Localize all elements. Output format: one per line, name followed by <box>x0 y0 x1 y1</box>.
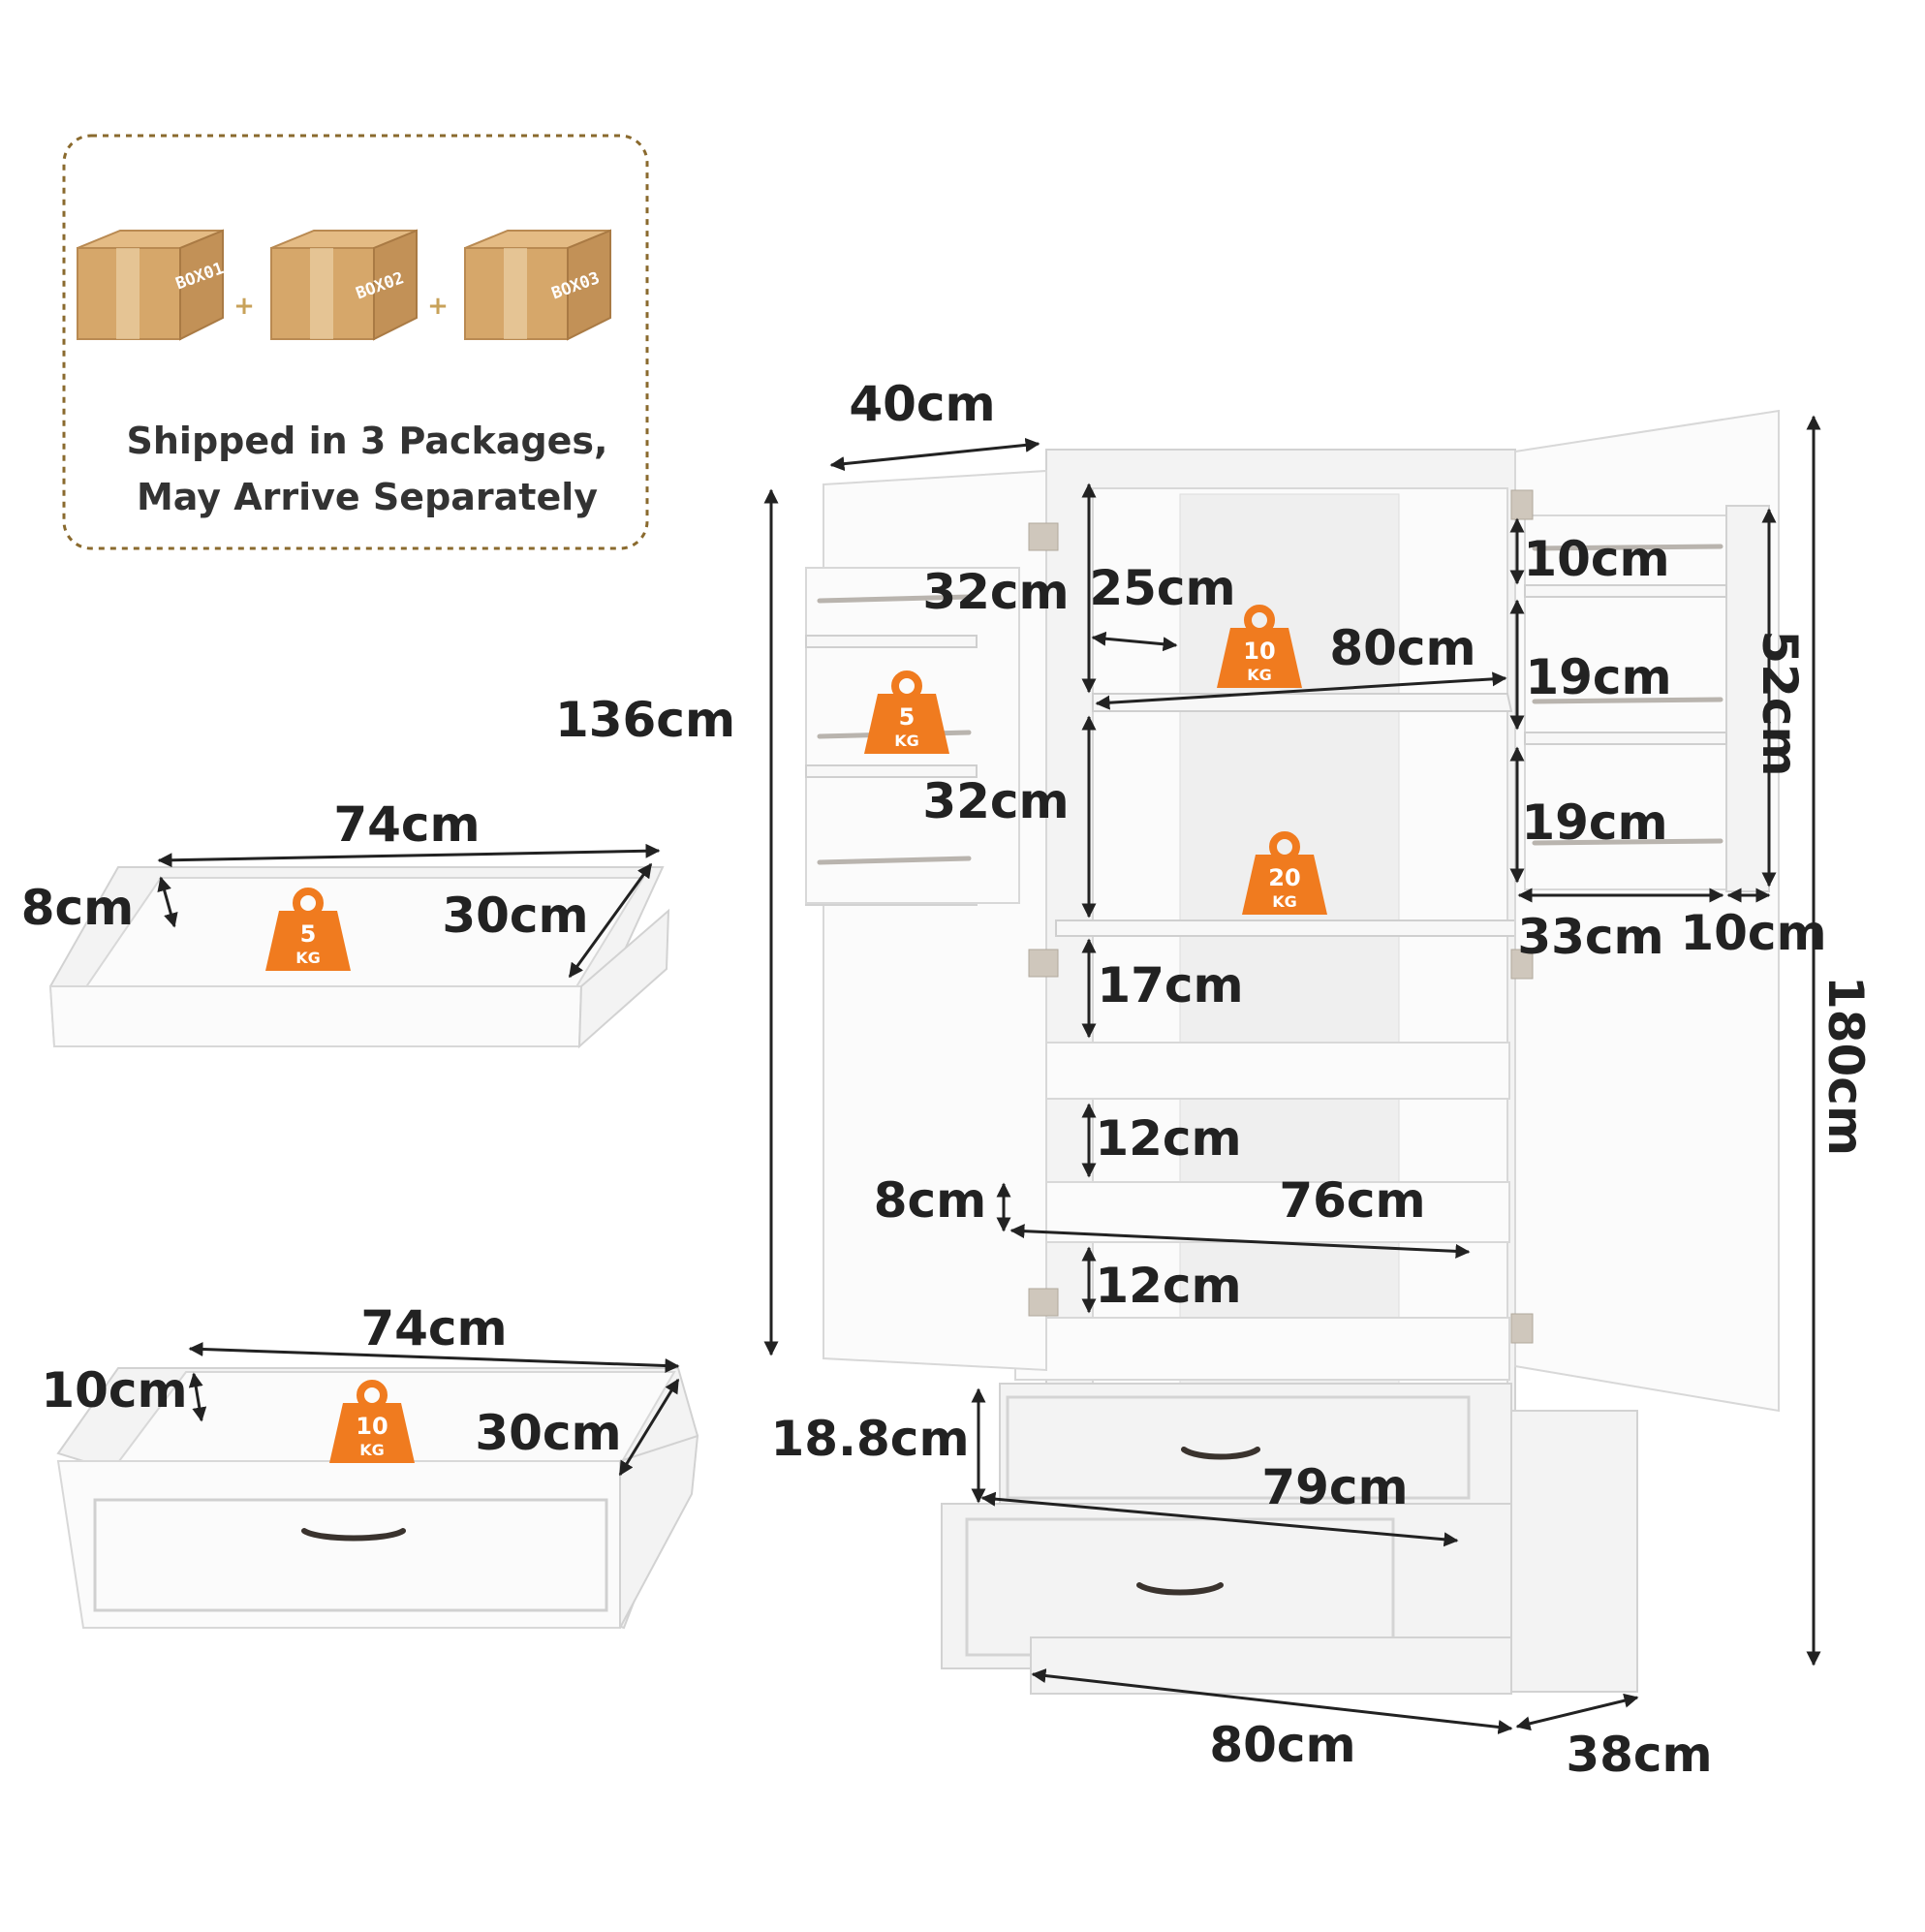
weight-middle-shelf-unit: KG <box>1272 892 1297 911</box>
weight-bottom-drawer-unit: KG <box>359 1441 385 1459</box>
weight-door-rack-unit: KG <box>894 732 919 750</box>
bottom-drawer-illustration <box>56 1367 699 1630</box>
plus-sign-1: + <box>233 292 255 321</box>
top-drawer-height-label: 8cm <box>21 880 135 936</box>
bottom-drawer-height-arrow <box>188 1372 207 1422</box>
lower-drawer-height-label: 18.8cm <box>770 1411 969 1467</box>
inner-width-label: 80cm <box>1329 620 1475 676</box>
lower-drawer-width-label: 79cm <box>1261 1459 1408 1515</box>
plus-sign-2: + <box>427 292 449 321</box>
top-drawer-height-arrow <box>157 876 178 928</box>
base-depth-label: 38cm <box>1566 1727 1712 1783</box>
right-rack-depth-label: 10cm <box>1680 905 1826 961</box>
weight-top-drawer-unit: KG <box>295 949 321 967</box>
pullout-width-arrow <box>1009 1224 1471 1259</box>
pullout-height-label: 8cm <box>874 1172 987 1229</box>
bottom-drawer-height-label: 10cm <box>41 1362 187 1418</box>
pullout-gap-3-label: 12cm <box>1095 1258 1241 1314</box>
left-rack-top-gap-label: 32cm <box>922 564 1069 620</box>
weight-door-rack-value: 5 <box>899 703 916 731</box>
package-note: BOX01 + BOX02 + BOX03 Shipped in 3 Packa… <box>62 134 649 550</box>
top-drawer-width-label: 74cm <box>333 796 480 853</box>
weight-badge-middle-shelf: 20 KG <box>1242 831 1327 915</box>
weight-middle-shelf-value: 20 <box>1268 864 1300 891</box>
right-rack-low-label: 19cm <box>1521 795 1667 851</box>
shipping-box-3: BOX03 <box>464 229 611 341</box>
pullout-gap-2-label: 12cm <box>1095 1110 1241 1167</box>
lower-drawer-1 <box>999 1383 1512 1511</box>
pullout-gap-1-label: 17cm <box>1097 957 1243 1013</box>
weight-top-shelf-unit: KG <box>1247 666 1272 684</box>
right-rack-top-label: 10cm <box>1523 531 1669 587</box>
inner-width-arrow <box>1095 671 1507 710</box>
bottom-drawer-depth-arrow <box>618 1378 680 1477</box>
weight-badge-bottom-drawer: 10 KG <box>329 1380 415 1463</box>
pullout-width-label: 76cm <box>1279 1172 1425 1229</box>
shelf-depth-arrow <box>1091 631 1178 652</box>
left-rack-mid-gap-label: 32cm <box>922 773 1069 829</box>
base-depth-arrow <box>1515 1693 1639 1731</box>
top-drawer-illustration <box>48 866 670 1049</box>
weight-top-shelf-value: 10 <box>1243 638 1275 665</box>
shipping-box-1: BOX01 <box>77 229 227 341</box>
weight-badge-top-shelf: 10 KG <box>1217 605 1302 688</box>
right-rack-height-label: 52cm <box>1752 630 1808 776</box>
weight-bottom-drawer-value: 10 <box>356 1413 388 1440</box>
bottom-drawer-width-arrow <box>188 1341 680 1374</box>
total-height-label: 180cm <box>1817 976 1874 1156</box>
top-drawer-depth-arrow <box>568 862 653 979</box>
bottom-drawer-depth-label: 30cm <box>475 1405 621 1461</box>
right-rack-width-label: 33cm <box>1517 909 1663 965</box>
top-drawer-depth-label: 30cm <box>442 888 588 944</box>
shelf-depth-label: 25cm <box>1089 560 1235 616</box>
pullout-tray-3 <box>1014 1317 1510 1381</box>
base-width-label: 80cm <box>1209 1717 1355 1773</box>
pullout-tray-1 <box>1014 1042 1510 1100</box>
left-door-rack <box>805 567 1020 906</box>
right-rack-mid-label: 19cm <box>1525 649 1671 705</box>
base-width-arrow <box>1031 1668 1513 1734</box>
door-width-label: 40cm <box>849 376 995 432</box>
package-note-line-2: May Arrive Separately <box>137 476 598 518</box>
lower-drawer-width-arrow <box>980 1491 1459 1547</box>
weight-top-drawer-value: 5 <box>300 920 317 948</box>
door-height-label: 136cm <box>555 692 735 748</box>
weight-badge-door-rack: 5 KG <box>864 670 949 754</box>
shipping-box-2: BOX02 <box>270 229 418 341</box>
bottom-drawer-width-label: 74cm <box>360 1300 507 1356</box>
package-note-line-1: Shipped in 3 Packages, <box>127 420 608 462</box>
top-drawer-width-arrow <box>157 843 661 868</box>
weight-badge-top-drawer: 5 KG <box>265 888 351 971</box>
door-width-arrow <box>829 437 1040 472</box>
